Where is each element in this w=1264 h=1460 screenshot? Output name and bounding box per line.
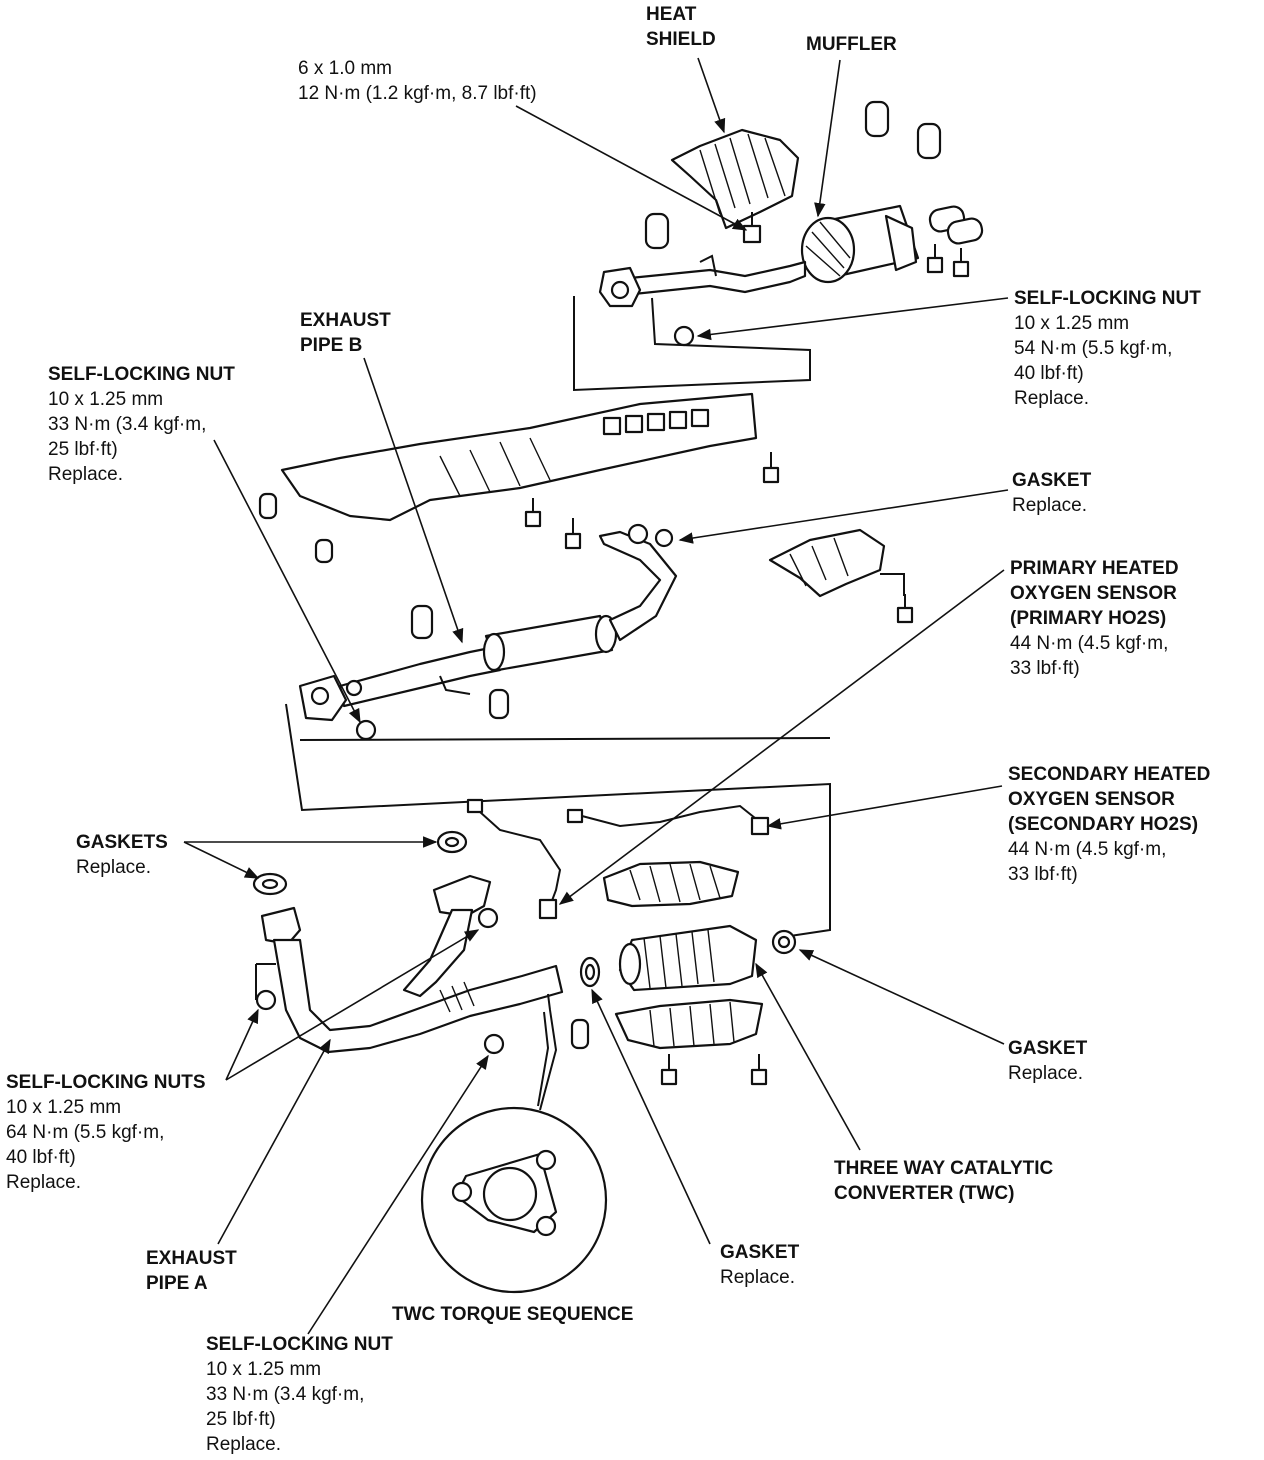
- label-line: 44 N·m (4.5 kgf·m,: [1010, 633, 1169, 654]
- label-line: 44 N·m (4.5 kgf·m,: [1008, 839, 1167, 860]
- assembly-bracket-line-upper: [573, 296, 811, 392]
- label-line: OXYGEN SENSOR: [1010, 583, 1177, 604]
- label-line: SELF-LOCKING NUT: [48, 364, 235, 385]
- exhaust-pipe-b: [298, 523, 678, 741]
- rubber-hanger-lower: [570, 1018, 590, 1050]
- label-line: Replace.: [6, 1172, 81, 1193]
- muffler-pipe: [598, 254, 807, 308]
- label-line: 10 x 1.25 mm: [6, 1097, 122, 1118]
- label-self-locking-nuts: SELF-LOCKING NUTS 10 x 1.25 mm 64 N·m (5…: [6, 1070, 206, 1195]
- label-line: 33 lbf·ft): [1008, 864, 1078, 885]
- label-line: 25 lbf·ft): [206, 1409, 276, 1430]
- exhaust-pipe-a: [255, 874, 564, 1055]
- primary-ho2s: [466, 798, 562, 920]
- label-line: GASKETS: [76, 832, 168, 853]
- gaskets-front: [252, 830, 468, 896]
- label-line: PIPE B: [300, 335, 363, 356]
- label-gasket-upper: GASKET Replace.: [1012, 468, 1091, 518]
- assembly-bracket-line-middle-2: [299, 737, 831, 741]
- label-line: HEAT: [646, 4, 697, 25]
- label-line: 25 lbf·ft): [48, 439, 118, 460]
- label-secondary-ho2s: SECONDARY HEATED OXYGEN SENSOR (SECONDAR…: [1008, 762, 1210, 887]
- label-exhaust-pipe-a: EXHAUST PIPE A: [146, 1246, 237, 1296]
- label-line: (SECONDARY HO2S): [1008, 814, 1199, 835]
- bolts-muffler: [742, 212, 970, 278]
- label-line: OXYGEN SENSOR: [1008, 789, 1175, 810]
- label-line: 6 x 1.0 mm: [298, 58, 392, 79]
- label-line: SELF-LOCKING NUT: [206, 1334, 393, 1355]
- label-line: SECONDARY HEATED: [1008, 764, 1211, 785]
- label-pipe-b-nut: SELF-LOCKING NUT 10 x 1.25 mm 33 N·m (3.…: [48, 362, 235, 487]
- label-line: Replace.: [76, 857, 151, 878]
- nut-pipe-a: [477, 907, 499, 929]
- label-line: 40 lbf·ft): [1014, 363, 1084, 384]
- label-line: 10 x 1.25 mm: [206, 1359, 322, 1380]
- label-gasket-right: GASKET Replace.: [1008, 1036, 1087, 1086]
- label-line: 33 lbf·ft): [1010, 658, 1080, 679]
- label-line: 64 N·m (5.5 kgf·m,: [6, 1122, 165, 1143]
- rubber-hangers-top: [644, 100, 942, 250]
- secondary-ho2s: [566, 804, 770, 836]
- twc-torque-sequence-inset: [420, 993, 608, 1294]
- label-line: (PRIMARY HO2S): [1010, 608, 1167, 629]
- label-heat-shield: HEAT SHIELD: [646, 2, 716, 52]
- label-line: EXHAUST: [300, 310, 391, 331]
- assembly-bracket-line-middle: [285, 703, 831, 937]
- label-gasket-lower: GASKET Replace.: [720, 1240, 799, 1290]
- label-muffler-nut: SELF-LOCKING NUT 10 x 1.25 mm 54 N·m (5.…: [1014, 286, 1201, 411]
- three-way-catalytic-converter: [618, 924, 797, 992]
- label-line: SHIELD: [646, 29, 716, 50]
- label-line: CONVERTER (TWC): [834, 1183, 1015, 1204]
- label-line: GASKET: [1012, 470, 1092, 491]
- muffler: [800, 204, 984, 284]
- label-line: Replace.: [1014, 388, 1089, 409]
- label-line: 54 N·m (5.5 kgf·m,: [1014, 338, 1173, 359]
- twc-heat-shield-upper: [602, 860, 740, 908]
- gasket-twc-front: [579, 956, 601, 988]
- label-line: GASKET: [720, 1242, 800, 1263]
- label-heat-shield-bolt-spec: 6 x 1.0 mm 12 N·m (1.2 kgf·m, 8.7 lbf·ft…: [298, 56, 537, 106]
- self-locking-nut-muffler: [673, 325, 695, 347]
- label-twc-nut: SELF-LOCKING NUT 10 x 1.25 mm 33 N·m (3.…: [206, 1332, 393, 1457]
- label-line: Replace.: [1012, 495, 1087, 516]
- label-line: 10 x 1.25 mm: [48, 389, 164, 410]
- heat-shield-middle: [280, 392, 758, 522]
- label-line: THREE WAY CATALYTIC: [834, 1158, 1054, 1179]
- label-line: Replace.: [206, 1434, 281, 1455]
- label-line: 40 lbf·ft): [6, 1147, 76, 1168]
- label-line: Replace.: [48, 464, 123, 485]
- label-line: MUFFLER: [806, 34, 897, 55]
- label-gaskets: GASKETS Replace.: [76, 830, 168, 880]
- rubber-hangers-middle: [258, 492, 510, 720]
- label-primary-ho2s: PRIMARY HEATED OXYGEN SENSOR (PRIMARY HO…: [1010, 556, 1179, 681]
- label-twc-torque-sequence: TWC TORQUE SEQUENCE: [392, 1302, 633, 1327]
- label-line: SELF-LOCKING NUTS: [6, 1072, 206, 1093]
- label-line: 33 N·m (3.4 kgf·m,: [206, 1384, 365, 1405]
- label-line: 10 x 1.25 mm: [1014, 313, 1130, 334]
- heat-shield-small-right: [768, 528, 905, 598]
- label-line: GASKET: [1008, 1038, 1088, 1059]
- label-line: Replace.: [720, 1267, 795, 1288]
- label-line: 33 N·m (3.4 kgf·m,: [48, 414, 207, 435]
- label-line: SELF-LOCKING NUT: [1014, 288, 1201, 309]
- label-muffler: MUFFLER: [806, 32, 897, 57]
- heat-shield-top: [670, 128, 800, 230]
- label-line: PRIMARY HEATED: [1010, 558, 1179, 579]
- twc-heat-shield-lower: [614, 998, 768, 1086]
- label-line: Replace.: [1008, 1063, 1083, 1084]
- label-twc: THREE WAY CATALYTIC CONVERTER (TWC): [834, 1156, 1053, 1206]
- label-line: 12 N·m (1.2 kgf·m, 8.7 lbf·ft): [298, 83, 537, 104]
- leader-lines: [183, 57, 1009, 1335]
- label-line: EXHAUST: [146, 1248, 237, 1269]
- label-exhaust-pipe-b: EXHAUST PIPE B: [300, 308, 391, 358]
- label-line: TWC TORQUE SEQUENCE: [392, 1304, 634, 1325]
- bolts-heat-shield: [524, 452, 914, 624]
- label-line: PIPE A: [146, 1273, 208, 1294]
